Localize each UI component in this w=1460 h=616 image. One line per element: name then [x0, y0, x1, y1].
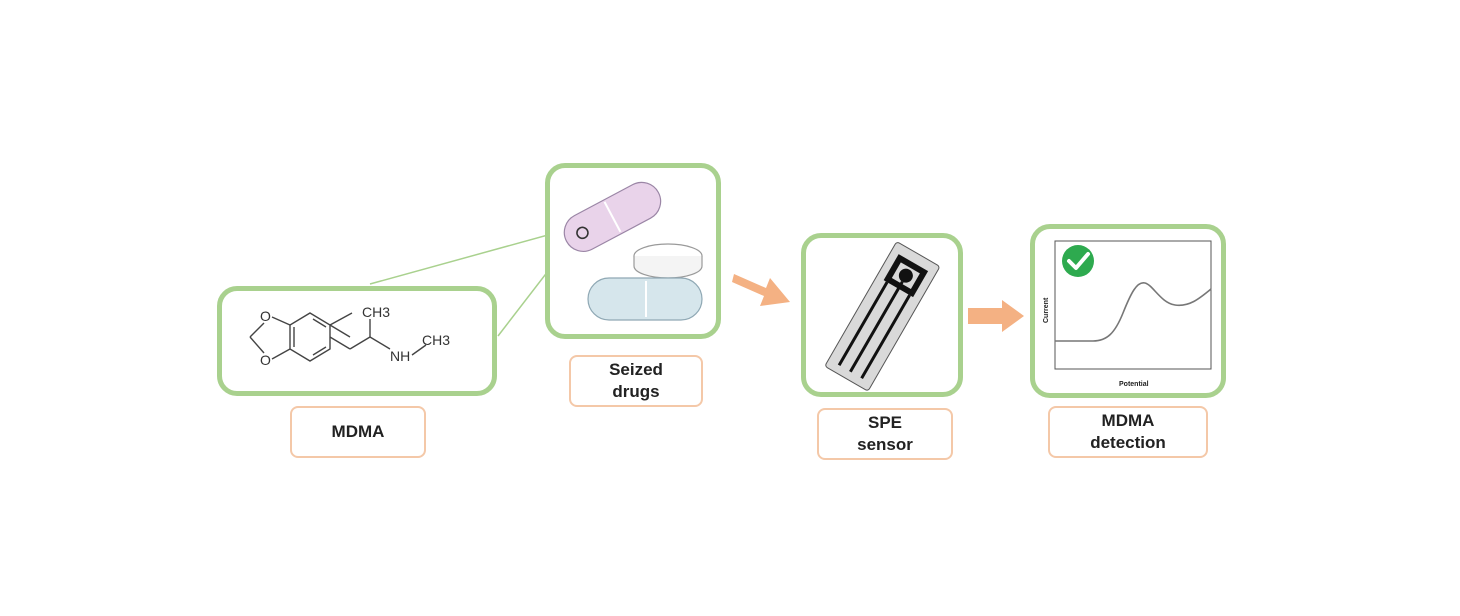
mdma-detection-label: MDMA detection	[1048, 406, 1208, 458]
oxygen-atom-bottom: O	[260, 352, 271, 368]
spe-sensor-card	[801, 233, 963, 397]
pills-illustration	[563, 181, 703, 321]
spe-sensor-label-line2: sensor	[857, 435, 913, 454]
mdma-detection-label-line1: MDMA	[1101, 411, 1155, 430]
spe-sensor-label-line1: SPE	[867, 413, 903, 432]
pink-capsule-icon	[563, 181, 662, 252]
mdma-label-text: MDMA	[331, 422, 385, 441]
methyl-group-top: CH3	[362, 304, 390, 320]
spe-sensor-label: SPE sensor	[817, 408, 953, 460]
seized-drugs-label: Seized drugs	[569, 355, 703, 407]
check-circle-icon	[1062, 245, 1094, 277]
methyl-group-right: CH3	[422, 332, 450, 348]
mdma-molecule-structure: O O CH3 NH CH3	[249, 304, 450, 368]
y-axis-label: Current	[1043, 297, 1050, 323]
voltammogram-curve	[1055, 282, 1212, 342]
oxygen-atom-top: O	[260, 308, 271, 324]
mdma-detection-label-line2: detection	[1090, 433, 1166, 452]
flow-arrow-1	[732, 274, 790, 306]
x-axis-label: Potential	[1119, 381, 1149, 388]
white-tablet-icon	[633, 243, 703, 279]
seized-drugs-label-line2: drugs	[612, 382, 660, 401]
seized-drugs-card	[545, 163, 721, 339]
mdma-detection-card: Potential Current	[1030, 224, 1226, 398]
seized-drugs-label-line1: Seized	[609, 360, 663, 379]
voltammogram-plot: Potential Current	[1043, 240, 1212, 388]
flow-arrow-2	[968, 300, 1024, 332]
amine-group: NH	[390, 348, 410, 364]
blue-tablet-icon	[587, 277, 703, 321]
spe-sensor-illustration	[825, 242, 940, 391]
mdma-label: MDMA	[290, 406, 426, 458]
mdma-structure-card: O O CH3 NH CH3	[217, 286, 497, 396]
